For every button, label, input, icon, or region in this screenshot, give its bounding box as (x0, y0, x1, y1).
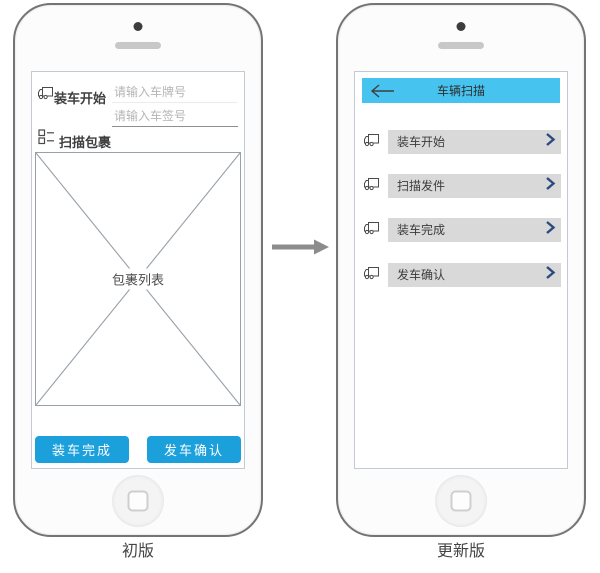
action-button-row: 装车完成 发车确认 (35, 436, 241, 463)
menu-item-label: 装车开始 (388, 130, 561, 154)
speaker-slot (438, 42, 484, 49)
truck-icon (363, 265, 380, 286)
arrow-left-icon[interactable] (369, 83, 396, 99)
truck-icon (37, 85, 54, 106)
vehicle-tag-input[interactable] (112, 105, 238, 127)
chevron-right-icon (545, 265, 556, 286)
header-title: 车辆扫描 (436, 84, 485, 98)
camera-dot (456, 22, 466, 31)
menu-item-scan-dispatch[interactable]: 扫描发件 (363, 174, 561, 198)
truck-icon (363, 176, 380, 197)
package-list-placeholder: 包裹列表 (35, 152, 241, 406)
right-arrow-icon (271, 238, 331, 261)
menu-item-label: 扫描发件 (388, 174, 561, 198)
list-icon (38, 129, 55, 150)
vehicle-scan-header: 车辆扫描 (362, 78, 560, 103)
menu-item-label: 发车确认 (388, 263, 561, 287)
package-list-label: 包裹列表 (107, 268, 169, 290)
caption-initial-version: 初版 (121, 543, 154, 560)
truck-icon (363, 132, 380, 153)
camera-dot (133, 22, 143, 31)
caption-updated-version: 更新版 (436, 543, 485, 560)
home-button[interactable] (112, 475, 164, 527)
plate-number-input[interactable] (112, 81, 238, 103)
phone-updated-version: 车辆扫描 装车开始 (336, 3, 586, 537)
chevron-right-icon (545, 176, 556, 197)
menu-item-label: 装车完成 (388, 218, 561, 242)
scan-package-label: 扫描包裹 (59, 135, 112, 150)
home-button-square (450, 490, 472, 512)
load-start-label: 装车开始 (54, 91, 107, 106)
home-button[interactable] (435, 475, 487, 527)
load-complete-button[interactable]: 装车完成 (35, 436, 129, 463)
screen-initial: 装车开始 扫描包裹 包裹列表 装车完成 发车确认 (31, 71, 245, 469)
truck-icon (363, 220, 380, 241)
screen-updated: 车辆扫描 装车开始 (354, 71, 568, 469)
speaker-slot (115, 42, 161, 49)
menu-item-load-start[interactable]: 装车开始 (363, 130, 561, 154)
chevron-right-icon (545, 220, 556, 241)
chevron-right-icon (545, 132, 556, 153)
depart-confirm-button[interactable]: 发车确认 (147, 436, 241, 463)
menu-item-depart-confirm[interactable]: 发车确认 (363, 263, 561, 287)
menu-item-load-complete[interactable]: 装车完成 (363, 218, 561, 242)
phone-initial-version: 装车开始 扫描包裹 包裹列表 装车完成 发车确认 (13, 3, 263, 537)
home-button-square (127, 490, 149, 512)
